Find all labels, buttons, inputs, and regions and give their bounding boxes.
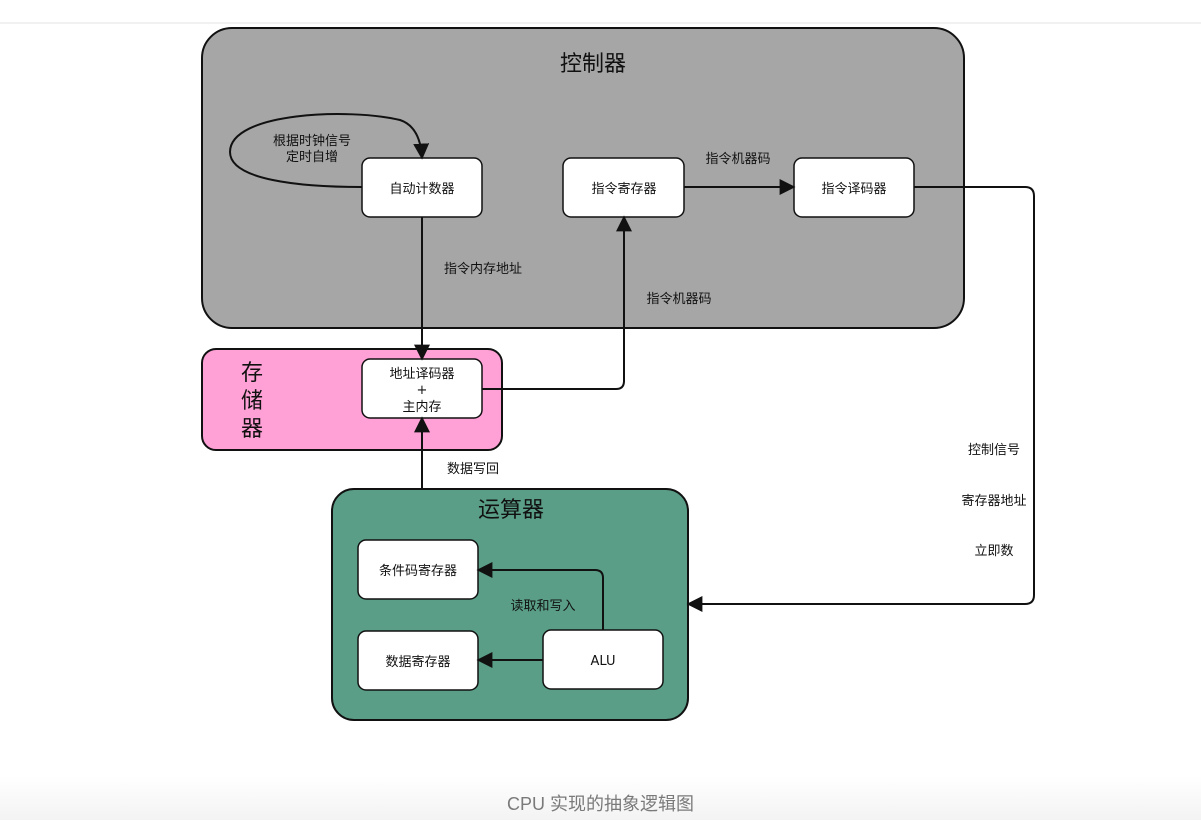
clock-label-line-2: 定时自增 (286, 150, 338, 165)
machine-code-top-label: 指令机器码 (705, 152, 770, 167)
clock-label-line-1: 根据时钟信号 (273, 133, 351, 149)
alu-label: ALU (590, 654, 615, 669)
alu-to-condition-register-edge (476, 562, 604, 630)
clock-loop-edge (228, 113, 430, 188)
address-decoder-label-line-3: 主内存 (402, 399, 441, 415)
data-register-box: 数据寄存器 (357, 630, 479, 691)
instruction-register-box: 指令寄存器 (562, 157, 685, 218)
address-decoder-main-memory-box: 地址译码器 + 主内存 (361, 358, 483, 419)
cpu-diagram: 控制器 存 储 器 运算器 自动计数器 指令寄存器 指令译码器 地址译码器 + … (201, 27, 1035, 721)
instruction-decoder-box: 指令译码器 (793, 157, 915, 218)
memory-address-label: 指令内存地址 (444, 261, 522, 277)
read-write-label: 读取和写入 (510, 599, 575, 614)
data-register-label: 数据寄存器 (385, 654, 450, 670)
alu-box: ALU (542, 629, 664, 690)
program-counter-box: 自动计数器 (361, 157, 483, 218)
memory-title-line-2: 储 (241, 389, 263, 414)
machine-code-mid-label: 指令机器码 (646, 292, 711, 307)
register-address-label: 寄存器地址 (961, 493, 1026, 509)
write-back-label: 数据写回 (447, 462, 499, 477)
decoder-to-alu-unit-edge (686, 186, 1035, 612)
controller-title: 控制器 (560, 52, 626, 77)
program-counter-label: 自动计数器 (389, 182, 454, 197)
figure-caption: CPU 实现的抽象逻辑图 (506, 794, 694, 814)
condition-register-box: 条件码寄存器 (357, 539, 479, 600)
caption-bar (0, 776, 1201, 820)
instruction-decoder-label: 指令译码器 (821, 182, 886, 197)
top-divider (0, 22, 1201, 24)
address-decoder-label-line-1: 地址译码器 (389, 367, 454, 382)
condition-register-label: 条件码寄存器 (379, 563, 457, 579)
memory-to-register-edge (482, 215, 632, 390)
immediate-label: 立即数 (974, 544, 1013, 559)
memory-title-line-1: 存 (241, 361, 263, 386)
memory-title-line-3: 器 (241, 417, 263, 442)
control-signal-label: 控制信号 (968, 443, 1020, 458)
alu-unit-title: 运算器 (478, 498, 544, 523)
instruction-register-label: 指令寄存器 (591, 181, 656, 197)
address-decoder-label-line-2: + (417, 383, 428, 398)
